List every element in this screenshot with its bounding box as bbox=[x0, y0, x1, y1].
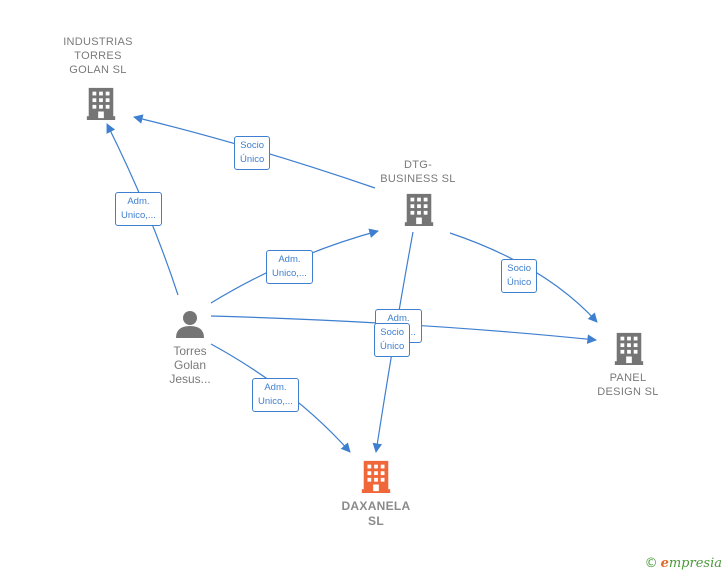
building-icon[interactable] bbox=[404, 193, 434, 226]
building-icon[interactable] bbox=[86, 87, 116, 120]
node-label-panel[interactable]: PANEL DESIGN SL bbox=[597, 372, 659, 398]
building-icon[interactable] bbox=[361, 460, 391, 493]
copyright-symbol: © bbox=[644, 556, 658, 571]
edge-label-person-daxanela: Adm. Unico,... bbox=[252, 378, 299, 412]
brand-name: mpresia bbox=[668, 556, 722, 571]
edge-label-person-dtg: Adm. Unico,... bbox=[266, 250, 313, 284]
node-label-dtg[interactable]: DTG- BUSINESS SL bbox=[380, 159, 456, 185]
brand-initial: e bbox=[660, 556, 669, 571]
person-icon[interactable] bbox=[176, 311, 204, 338]
edge-label-dtg-industrias: Socio Único bbox=[234, 136, 271, 170]
edge-label-dtg-daxanela: Socio Único bbox=[374, 323, 411, 357]
node-label-person[interactable]: Torres Golan Jesus... bbox=[169, 344, 211, 386]
node-label-daxanela[interactable]: DAXANELA SL bbox=[341, 499, 411, 528]
building-icon[interactable] bbox=[614, 332, 644, 365]
node-label-industrias[interactable]: INDUSTRIAS TORRES GOLAN SL bbox=[63, 36, 133, 76]
edge-label-dtg-panel: Socio Único bbox=[501, 259, 538, 293]
edge-label-person-industrias: Adm. Unico,... bbox=[115, 192, 162, 226]
empresia-logo: ©empresia bbox=[645, 556, 722, 571]
